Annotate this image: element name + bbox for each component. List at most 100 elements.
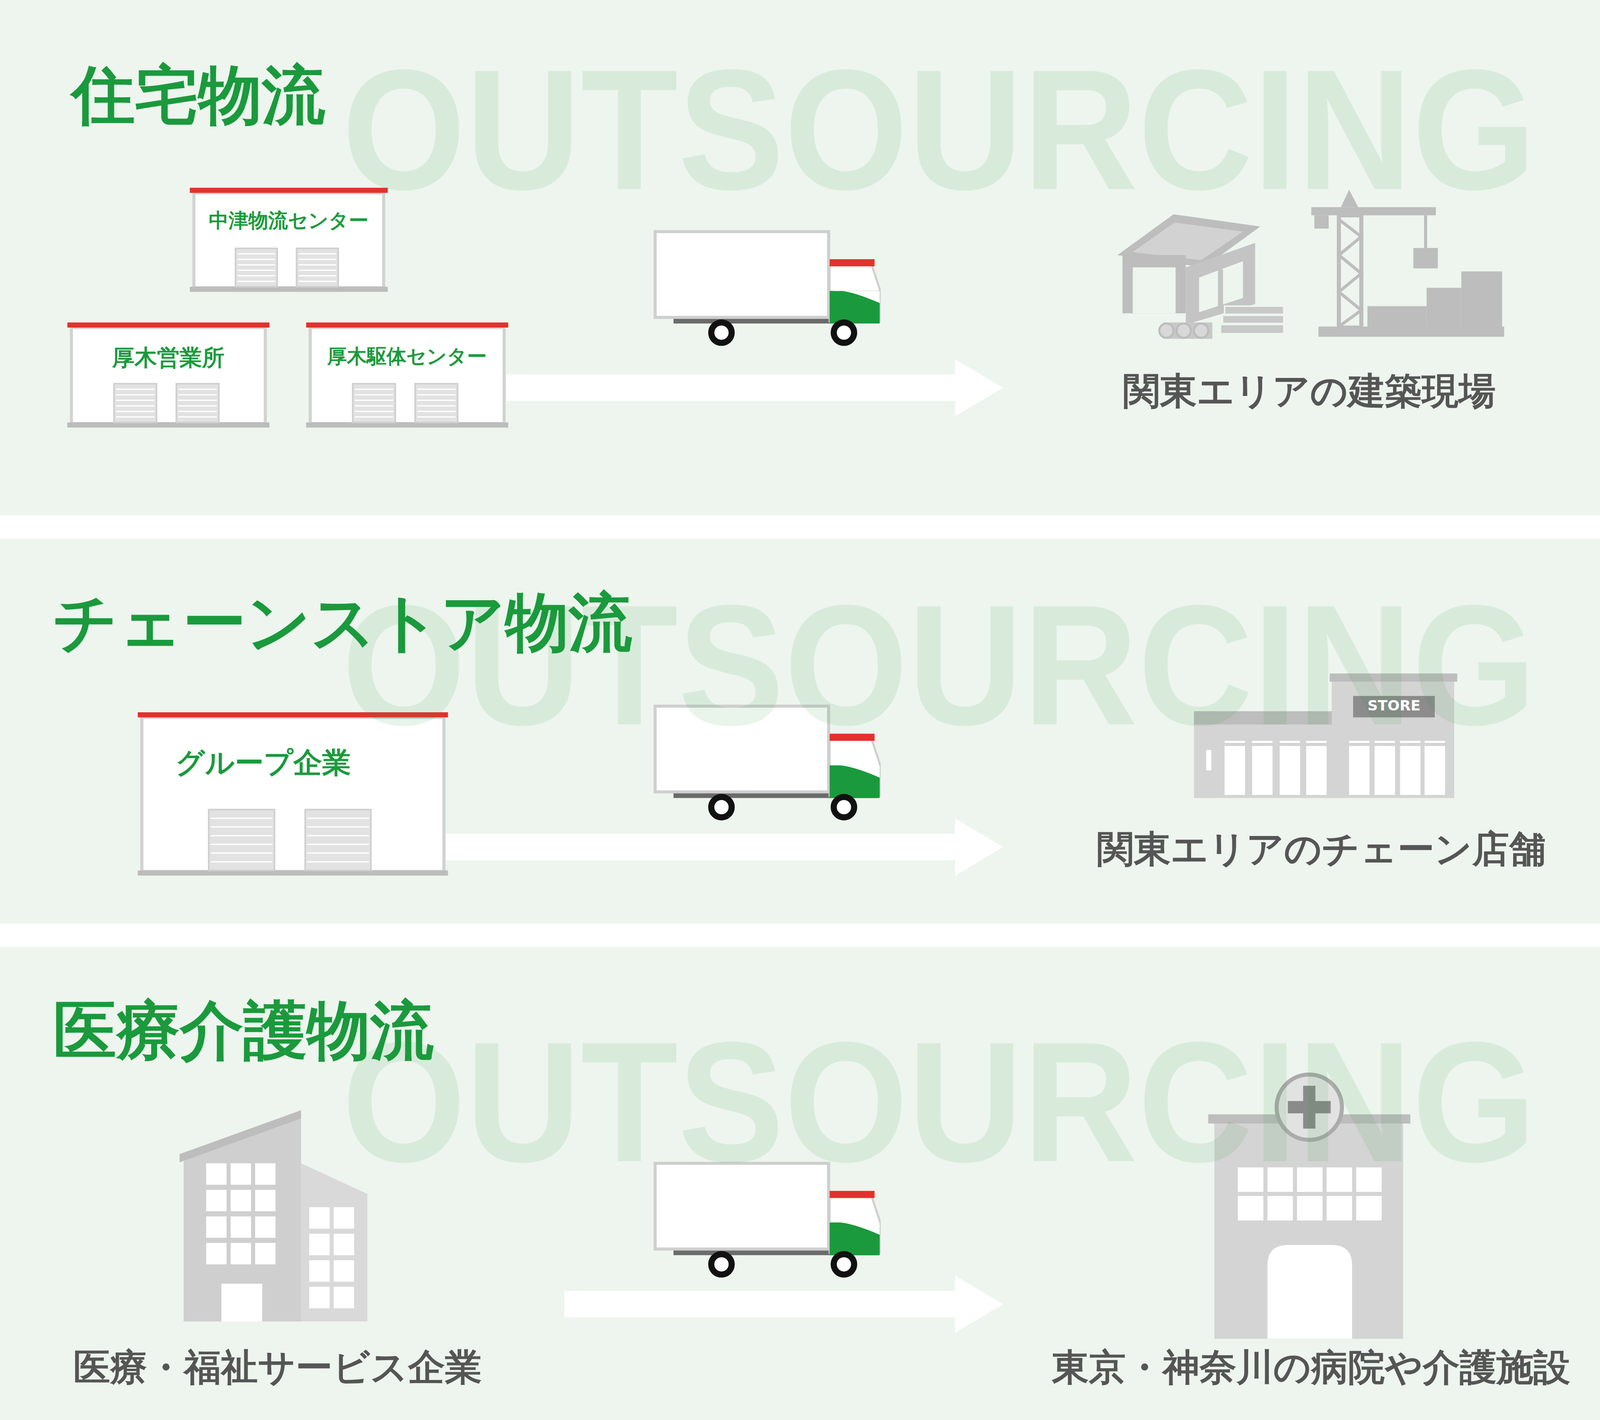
warehouse-icon [307,835,369,837]
house-frame-icon [1159,323,1174,338]
building-window [206,1163,227,1186]
place-label: 関東エリアの建築現場 [1123,372,1496,410]
building-window [206,1189,227,1212]
store-window [1252,746,1273,796]
office-building-icon [179,1110,368,1322]
truck-icon [832,290,880,304]
warehouse-icon [178,410,217,413]
crane-icon [1339,215,1362,328]
truck-icon [711,796,732,818]
truck-icon [833,322,854,343]
building-window [230,1242,252,1265]
building-window [309,1207,330,1229]
warehouse-icon [298,264,337,266]
sign-text: STORE [1367,699,1421,714]
warehouse-icon [178,405,217,407]
warehouse-icon [354,416,394,418]
store-window [1374,746,1395,796]
warehouse-icon [417,410,456,413]
building-window [230,1189,252,1212]
warehouse-icon [305,422,508,428]
warehouse-icon [178,388,217,391]
building-window [206,1163,355,1309]
warehouse-icon [352,383,396,423]
warehouse-icon [298,253,337,255]
warehouse-icon [354,399,394,401]
warehouse-icon [305,322,508,328]
watermark: OUTSOURCING [341,44,1537,216]
building-window [309,1233,330,1256]
warehouse-icon [307,852,369,854]
watermark: OUTSOURCING [341,1016,1537,1188]
place-label: 東京・神奈川の病院や介護施設 [1051,1348,1571,1386]
place-label: 医療・福祉サービス企業 [73,1348,482,1386]
building-window [309,1260,330,1282]
section-title: 医療介護物流 [53,998,434,1063]
flow-arrow [564,1275,1003,1333]
store-window [1224,746,1245,796]
truck-icon [655,231,880,343]
building-window [230,1163,252,1186]
truck-icon [829,290,880,324]
band-ground [0,539,1600,924]
store-window [1279,746,1300,796]
truck-icon [833,1253,854,1275]
warehouse-icon [298,280,337,283]
building-window [333,1207,355,1229]
warehouse-icon [237,275,276,277]
warehouse-icon [310,327,504,424]
warehouse-icon [178,399,217,401]
warehouse-icon [235,248,278,287]
warehouse-icon [71,327,266,424]
building-window [333,1233,355,1256]
warehouse-icon [298,258,337,261]
warehouse-icon [210,861,273,863]
store-window [1400,746,1421,796]
warehouse-icon [208,809,275,871]
warehouse-drawing [67,187,509,876]
crane-icon [1318,326,1505,338]
destination-box: 関東エリアの建築現場 [1002,178,1575,429]
warehouse-icon [417,399,456,401]
warehouse-icon [415,383,459,423]
house-frame-icon [1217,269,1223,307]
building-window [230,1216,252,1238]
truck-icon [711,1253,732,1275]
warehouse-icon [417,394,456,396]
warehouse-icon [354,388,394,391]
store-icon [1206,750,1212,771]
office-building-icon [221,1283,263,1322]
building-window [255,1189,276,1212]
warehouse-icon [189,286,388,292]
warehouse-icon [210,852,273,854]
truck-icon [832,1222,880,1235]
truck-icon [832,764,880,778]
warehouse-icon [237,258,276,261]
warehouse-box: 厚木営業所 [69,324,268,427]
warehouse-box: 厚木駆体センター [308,324,507,427]
building-window [333,1260,355,1282]
warehouse-icon [116,388,155,391]
warehouse-icon [417,388,456,391]
house-frame-icon [1224,305,1285,315]
crane-icon [1461,271,1503,329]
building-window [206,1216,227,1238]
truck-icon [829,1191,875,1199]
warehouse-icon [307,861,369,863]
crane-icon [1426,287,1462,329]
office-building-icon [179,1110,302,1163]
crane-icon [1339,219,1362,327]
house-frame-icon [1132,267,1176,314]
warehouse-icon [296,248,339,287]
warehouse-icon [67,322,270,328]
hospital-icon [1267,1244,1353,1340]
house-frame-icon [1220,324,1285,334]
crane-icon [1367,305,1427,329]
crane-icon [1413,247,1438,269]
warehouse-name: 厚木営業所 [112,346,225,370]
truck-icon [833,796,854,818]
place-label: 関東エリアのチェーン店舗 [1096,830,1547,868]
hospital-window [1267,1195,1294,1221]
flow-arrow [506,359,1004,417]
warehouse-icon [417,416,456,418]
